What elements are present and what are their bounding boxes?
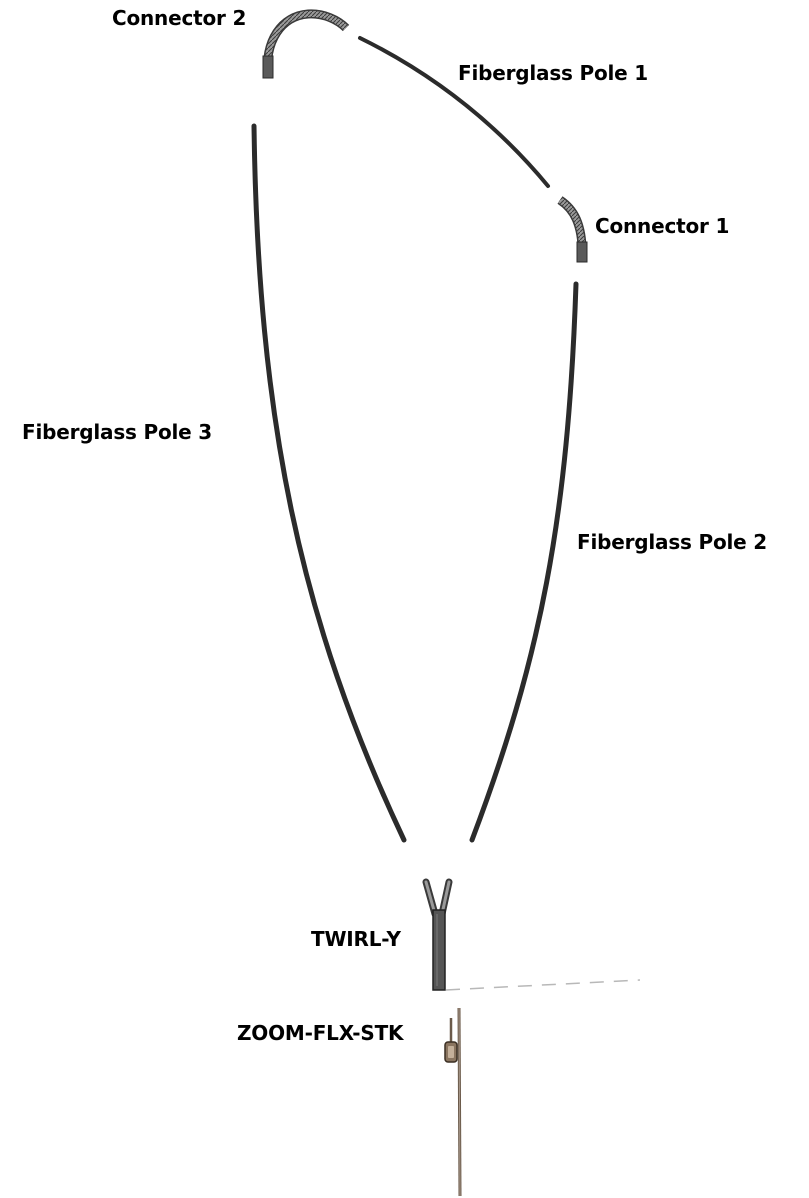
twirl-y-label: TWIRL-Y [311, 927, 401, 951]
zoom-flx-stk-part [444, 1007, 462, 1197]
connector-1-part [557, 196, 588, 263]
twirl-y-part [422, 878, 453, 991]
fiberglass-pole-3 [251, 123, 407, 843]
connector-2-label: Connector 2 [112, 6, 247, 30]
zoom-flx-stk-label: ZOOM-FLX-STK [237, 1021, 404, 1045]
cord-line [445, 979, 641, 991]
connector-1-label: Connector 1 [595, 214, 730, 238]
fiberglass-pole-2 [469, 281, 579, 843]
fiberglass-pole-1 [358, 36, 550, 188]
fiberglass-pole-3-label: Fiberglass Pole 3 [22, 420, 212, 444]
fiberglass-pole-2-label: Fiberglass Pole 2 [577, 530, 767, 554]
connector-2-part [262, 9, 350, 79]
fiberglass-pole-1-label: Fiberglass Pole 1 [458, 61, 648, 85]
